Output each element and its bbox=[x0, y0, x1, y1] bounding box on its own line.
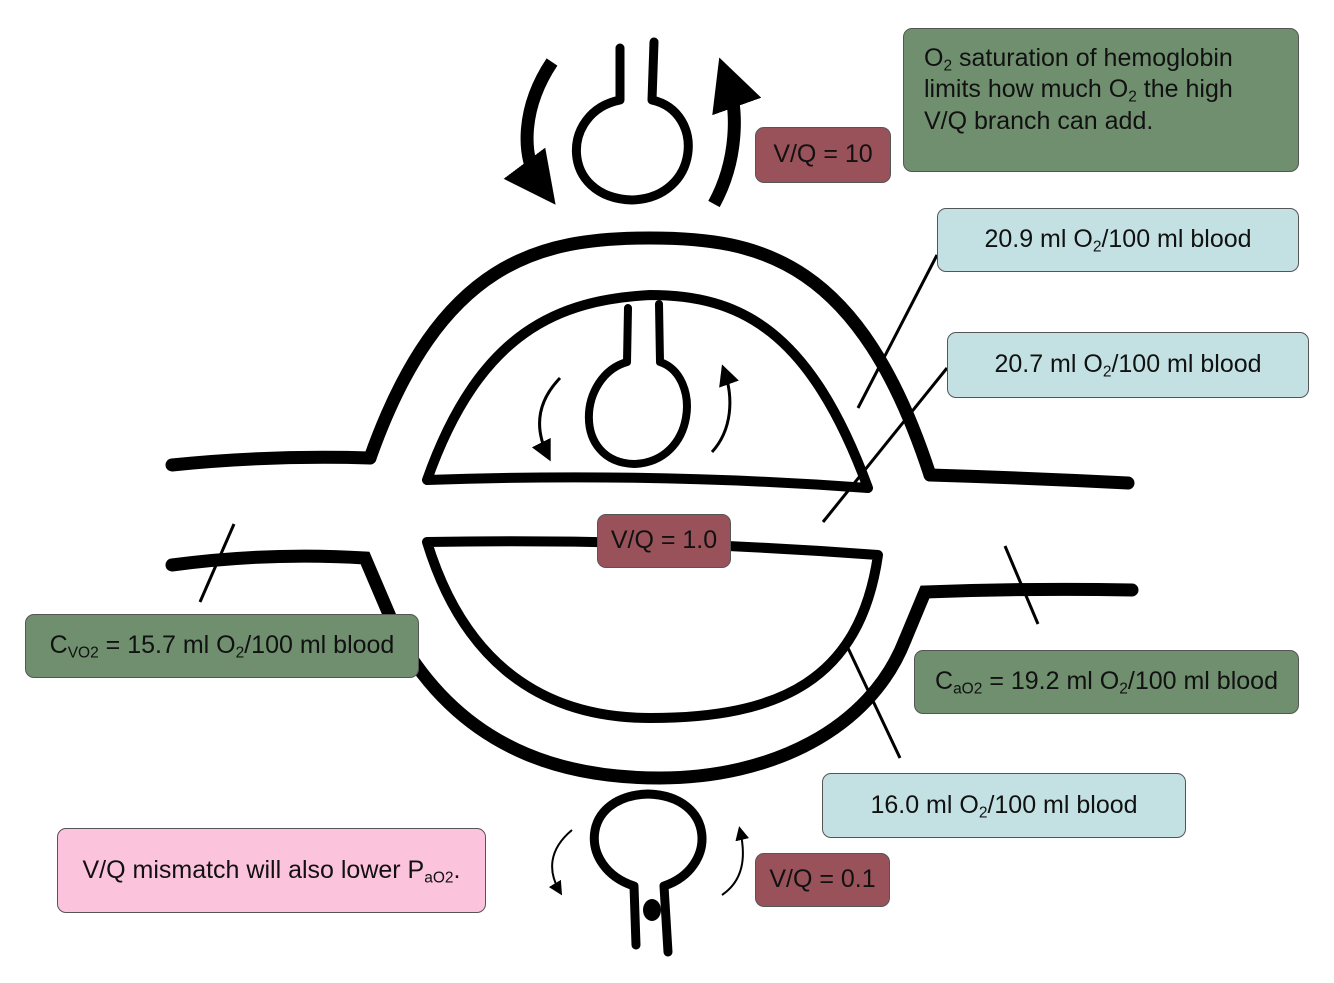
normal-vq-alveolus bbox=[589, 304, 687, 464]
vq-10-label: V/Q = 10 bbox=[755, 127, 891, 183]
note-line2-pre: limits how much O bbox=[924, 75, 1128, 103]
low-content-pre: 16.0 ml O bbox=[870, 791, 978, 819]
venous-c: C bbox=[50, 631, 68, 659]
high-content-pre: 20.9 ml O bbox=[984, 225, 1092, 253]
note-line3: V/Q branch can add. bbox=[924, 106, 1278, 137]
note-line2-sub: 2 bbox=[1128, 89, 1137, 106]
note-line2-post: the high bbox=[1137, 75, 1233, 103]
mismatch-pre: V/Q mismatch will also lower P bbox=[82, 856, 424, 884]
arterial-vessel-upper-wall bbox=[930, 475, 1128, 483]
arterial-post: /100 ml blood bbox=[1128, 667, 1278, 695]
low-content-post: /100 ml blood bbox=[987, 791, 1137, 819]
vq-mismatch-note: V/Q mismatch will also lower PaO2. bbox=[57, 828, 486, 913]
venous-c-sub: VO2 bbox=[68, 645, 99, 662]
high-vq-content-box: 20.9 ml O2/100 ml blood bbox=[937, 208, 1299, 272]
note-line1-post: saturation of hemoglobin bbox=[952, 44, 1233, 72]
note-line1-pre: O bbox=[924, 44, 943, 72]
low-expiration-arrow bbox=[722, 830, 743, 895]
mismatch-post: . bbox=[454, 856, 461, 884]
arterial-c-sub: aO2 bbox=[953, 681, 982, 698]
venous-vessel-upper-wall bbox=[172, 457, 370, 465]
vq-10-text: V/Q = 10 bbox=[773, 139, 872, 170]
venous-content-box: CVO2 = 15.7 ml O2/100 ml blood bbox=[25, 614, 419, 678]
mid-content-pre: 20.7 ml O bbox=[994, 350, 1102, 378]
mismatch-sub: aO2 bbox=[424, 869, 453, 886]
low-inspiration-arrow bbox=[552, 830, 572, 892]
normal-vq-content-box: 20.7 ml O2/100 ml blood bbox=[947, 332, 1309, 398]
arterial-o2-sub: 2 bbox=[1119, 681, 1128, 698]
hemoglobin-saturation-note: O2 saturation of hemoglobin limits how m… bbox=[903, 28, 1299, 172]
arterial-content-box: CaO2 = 19.2 ml O2/100 ml blood bbox=[914, 650, 1299, 714]
high-vq-alveolus bbox=[576, 42, 688, 200]
vq-0-1-label: V/Q = 0.1 bbox=[755, 853, 890, 907]
note-line1-sub: 2 bbox=[943, 57, 952, 74]
arterial-vessel-lower-wall bbox=[905, 589, 1132, 640]
expiration-arrow bbox=[714, 82, 734, 204]
airway-obstruction bbox=[643, 899, 661, 921]
high-content-post: /100 ml blood bbox=[1101, 225, 1251, 253]
normal-inspiration-arrow bbox=[539, 378, 560, 456]
vq-1-text: V/Q = 1.0 bbox=[611, 525, 717, 556]
low-vq-content-box: 16.0 ml O2/100 ml blood bbox=[822, 773, 1186, 838]
venous-mid: = 15.7 ml O bbox=[99, 631, 236, 659]
venous-post: /100 ml blood bbox=[244, 631, 394, 659]
vq-1-label: V/Q = 1.0 bbox=[597, 514, 731, 568]
arterial-mid: = 19.2 ml O bbox=[982, 667, 1119, 695]
venous-o2-sub: 2 bbox=[236, 645, 245, 662]
inspiration-arrow bbox=[527, 62, 552, 184]
arterial-c: C bbox=[935, 667, 953, 695]
normal-expiration-arrow bbox=[712, 370, 730, 452]
leader-line-20-7 bbox=[823, 368, 947, 522]
mid-content-post: /100 ml blood bbox=[1111, 350, 1261, 378]
vq-0-1-text: V/Q = 0.1 bbox=[769, 864, 875, 895]
low-vq-alveolus bbox=[594, 794, 702, 952]
